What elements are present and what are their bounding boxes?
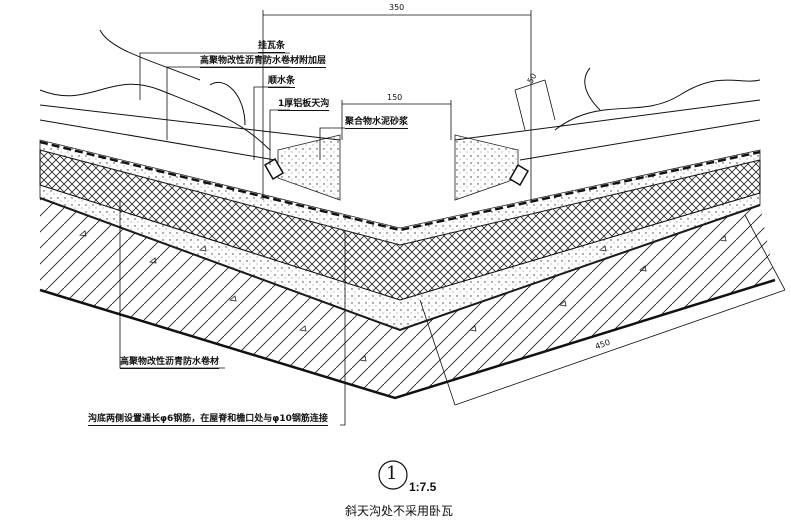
detail-scale: 1:7.5 <box>409 480 437 494</box>
label-polymer-mortar: 聚合物水泥砂浆 <box>345 117 409 129</box>
detail-number-circle <box>378 460 408 490</box>
roof-tiles <box>39 29 761 161</box>
mortar-block-right <box>454 134 519 201</box>
detail-number: 1 <box>386 463 398 484</box>
label-membrane-extra: 高聚物改性沥青防水卷材附加层 <box>200 56 327 68</box>
mortar-block-left <box>277 134 341 201</box>
aluminum-gutter-right <box>508 163 530 187</box>
label-aluminum-gutter: 1厚铝板天沟 <box>278 99 330 111</box>
dimension-lines <box>262 10 786 406</box>
concrete-slab <box>40 198 775 398</box>
mortar-layer <box>39 139 761 246</box>
label-counter-batten: 顺水条 <box>268 76 296 88</box>
membrane-line <box>39 140 761 232</box>
aluminum-gutter-left <box>263 157 285 181</box>
label-membrane: 高聚物改性沥青防水卷材 <box>120 357 220 369</box>
detail-title: 斜天沟处不采用卧瓦 <box>345 504 454 518</box>
label-tile-batten: 挂瓦条 <box>258 41 286 53</box>
dimension-350: 350 <box>389 3 405 12</box>
label-rebar-note: 沟底两侧设置通长φ6钢筋，在屋脊和檐口处与φ10钢筋连接 <box>88 414 328 426</box>
slab-bottom-line <box>39 278 776 400</box>
dimension-150: 150 <box>387 93 403 102</box>
